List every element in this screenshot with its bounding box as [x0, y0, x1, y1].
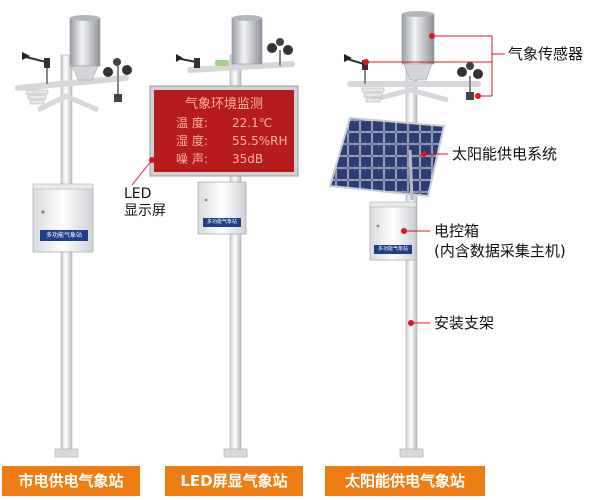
led-title: 气象环境监测 — [185, 96, 263, 112]
control-box-callout-text-2: (内含数据采集主机) — [434, 242, 566, 260]
pole-base — [399, 448, 424, 458]
led-row-value-1: 22.1℃ — [232, 116, 272, 130]
anemometer — [457, 62, 483, 100]
caption-mains-station: 市电供电气象站 — [2, 466, 140, 496]
sensor-callout-text: 气象传感器 — [508, 45, 584, 63]
sensor-cylinder — [401, 13, 435, 65]
led-display-label-line2: 显示屏 — [124, 203, 166, 219]
caption-led-station: LED屏显气象站 — [165, 466, 303, 496]
led-row-label-2: 湿 度: — [176, 133, 208, 148]
led-row-label-3: 噪 声: — [176, 152, 208, 166]
pole-base — [54, 448, 79, 458]
led-panel — [154, 90, 294, 172]
control-box — [32, 187, 94, 253]
box-badge — [374, 245, 412, 254]
station-led: 气象环境监测 温 度: 22.1℃ 湿 度: 55.5%RH 噪 声: 35dB — [131, 15, 299, 458]
wind-vane — [343, 54, 368, 84]
pole-base — [223, 448, 248, 458]
led-row-label-1: 温 度: — [176, 115, 208, 130]
box-badge — [203, 218, 241, 227]
crossarm — [15, 75, 129, 91]
box-label-2: 多功能气象站 — [206, 219, 237, 225]
box-label-1: 多功能气象站 — [45, 232, 82, 239]
caption-solar-station: 太阳能供电气象站 — [325, 466, 485, 496]
callout-control-box — [401, 228, 430, 234]
station-mains — [15, 15, 132, 458]
callout-solar — [421, 151, 448, 157]
solar-callout-text: 太阳能供电系统 — [452, 145, 558, 163]
led-row-value-3: 35dB — [232, 152, 263, 166]
led-display-label: LED 显示屏 — [124, 186, 166, 220]
box-label-3: 多功能气象站 — [377, 246, 408, 252]
solar-panel — [328, 116, 446, 198]
sensor-cylinder — [69, 17, 101, 67]
sensor-cylinder — [231, 17, 263, 65]
led-display-label-line1: LED — [124, 186, 152, 202]
callout-sensor — [363, 33, 505, 99]
led-callout-dot — [149, 157, 155, 163]
led-row-value-2: 55.5%RH — [232, 134, 287, 148]
anemometer — [103, 58, 132, 102]
pole — [60, 54, 73, 456]
box-badge — [40, 230, 88, 241]
crossarm — [187, 61, 295, 73]
radiation-shield — [361, 87, 385, 103]
wind-vane — [175, 54, 200, 68]
radiation-shield — [25, 89, 49, 105]
led-callout-line — [131, 159, 153, 186]
station-solar — [328, 11, 505, 458]
wind-vane — [21, 52, 50, 84]
control-box-callout-text-1: 电控箱 — [434, 222, 480, 240]
mount-callout-text: 安装支架 — [434, 314, 495, 332]
callout-mount — [408, 320, 430, 326]
anemometer — [267, 38, 293, 66]
